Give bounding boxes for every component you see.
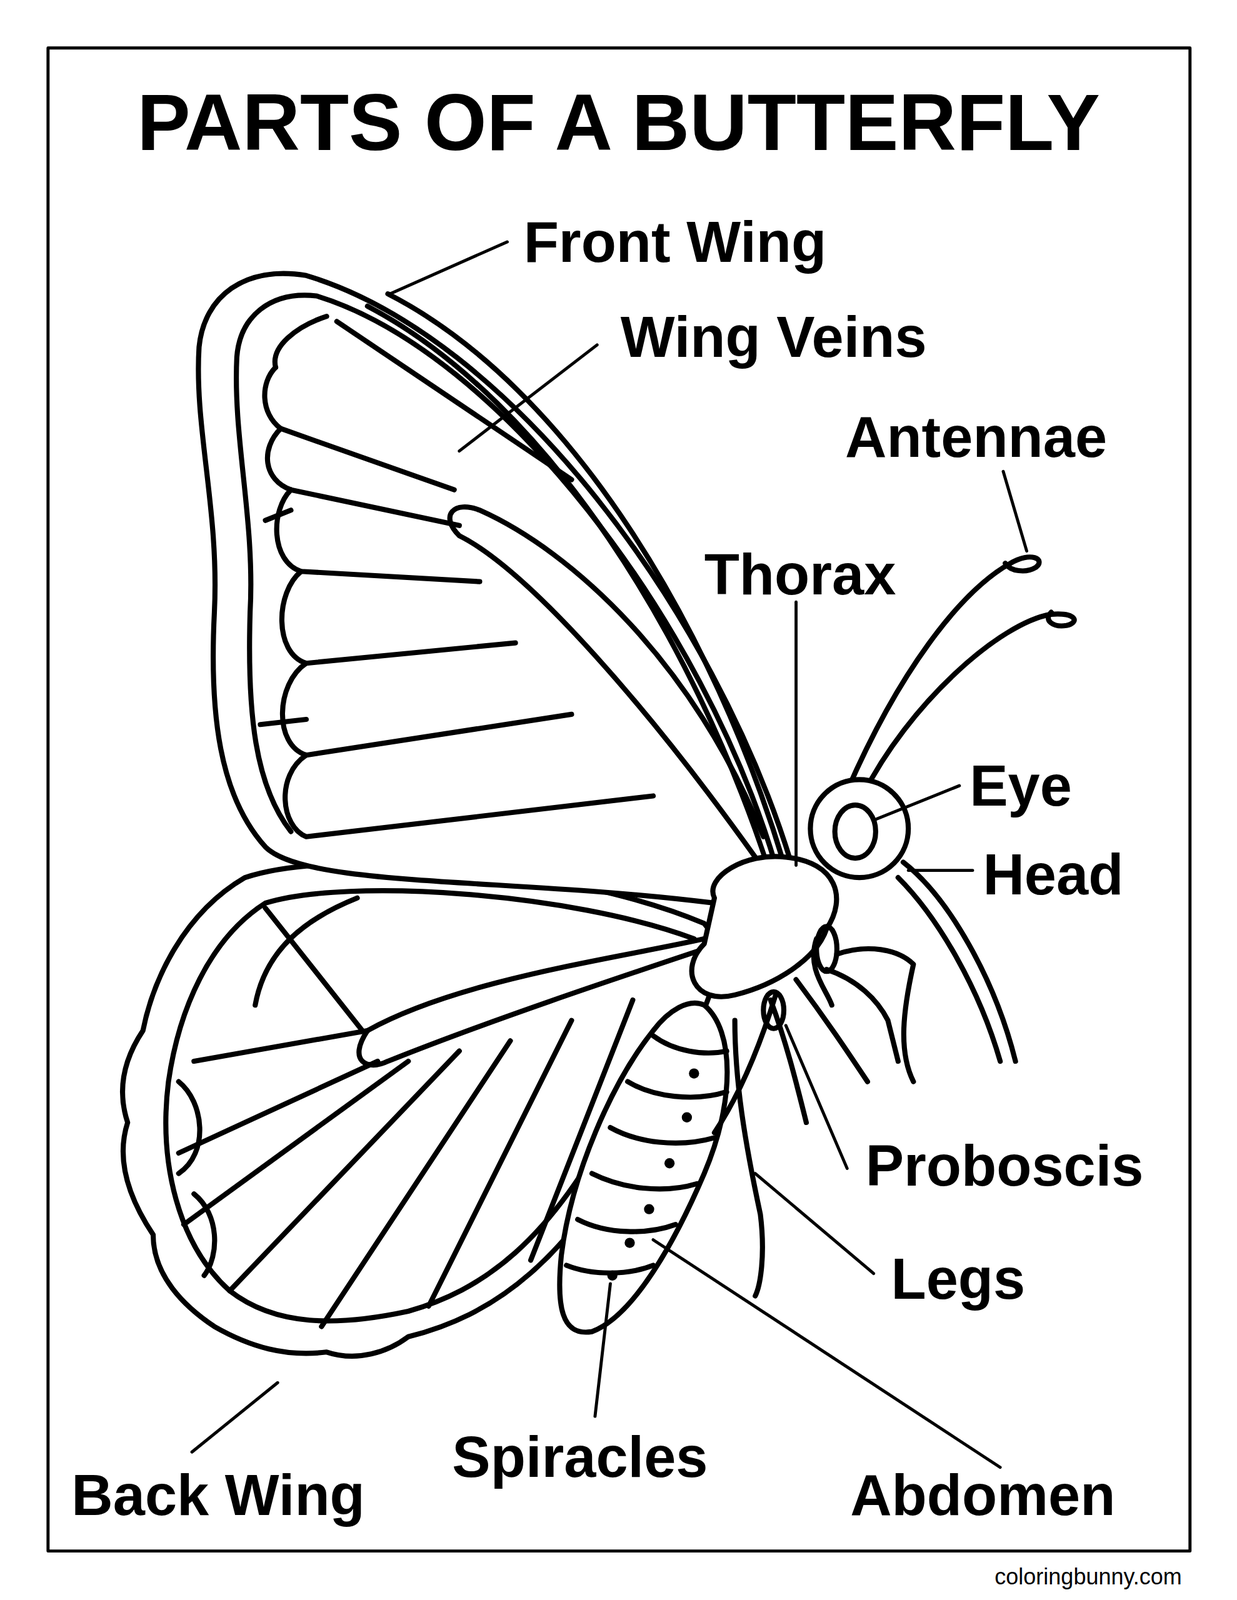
part-label: Thorax <box>704 540 897 609</box>
part-label: Eye <box>969 751 1072 821</box>
part-label: Proboscis <box>865 1131 1144 1201</box>
watermark: coloringbunny.com <box>994 1563 1182 1591</box>
part-label: Wing Veins <box>620 302 927 372</box>
part-label: Head <box>982 840 1124 909</box>
part-label: Abdomen <box>850 1460 1116 1530</box>
part-label: Antennae <box>845 402 1107 472</box>
part-label: Front Wing <box>523 207 827 277</box>
part-label: Back Wing <box>71 1460 365 1530</box>
part-label: Legs <box>890 1244 1026 1314</box>
title: PARTS OF A BUTTERFLY <box>136 74 1101 171</box>
part-label: Spiracles <box>451 1422 708 1492</box>
